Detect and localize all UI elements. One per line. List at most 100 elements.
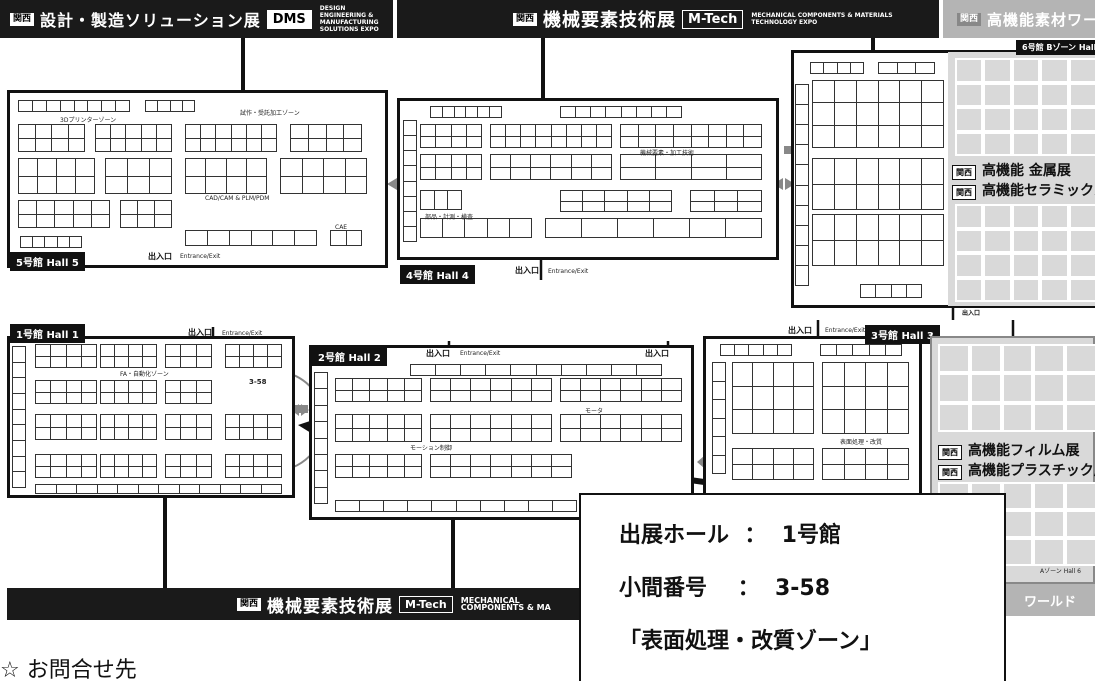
booth-block	[955, 204, 1095, 302]
entrance-label: 出入口	[515, 266, 539, 275]
booth-row	[810, 62, 864, 74]
mtech-top-badge: M-Tech	[682, 9, 744, 29]
booth-block	[490, 124, 612, 148]
entrance-sub-label: Entrance/Exit	[825, 327, 866, 334]
booth-block	[12, 346, 26, 488]
entrance-label: 出入口	[962, 310, 981, 317]
booth-block	[18, 124, 85, 152]
booth-block	[105, 158, 172, 194]
kansai-logo-icon: 関西	[938, 445, 962, 460]
booth-block	[100, 454, 157, 478]
entrance-label: 出入口	[188, 328, 212, 337]
booth-block	[225, 414, 282, 440]
kansai-logo-icon: 関西	[957, 12, 982, 26]
hall-3-label: 3号館 Hall 3	[865, 325, 940, 344]
booth-row	[330, 230, 362, 246]
booth-block	[938, 344, 1095, 432]
entrance-label: 出入口	[645, 349, 669, 358]
booth-block	[335, 454, 422, 478]
world-bottom-banner: ワールド	[1006, 584, 1095, 616]
zone-label: 試作・受託加工ゾーン	[240, 110, 300, 117]
booth-block	[812, 214, 944, 266]
hall-6-a-label: Aゾーン Hall 6	[1040, 568, 1081, 575]
booth-block	[165, 380, 212, 404]
booth-block	[822, 448, 909, 480]
hall-5-label: 5号館 Hall 5	[10, 252, 85, 271]
booth-block	[620, 124, 762, 148]
booth-row	[720, 344, 792, 356]
booth-block	[545, 218, 762, 238]
kansai-logo-icon: 関西	[10, 12, 35, 26]
mtech-bottom-title: 機械要素技術展	[267, 596, 394, 617]
booth-row	[145, 100, 195, 112]
kansai-logo-icon: 関西	[952, 185, 976, 200]
booth-block	[430, 378, 552, 402]
booth-block	[185, 230, 317, 246]
booth-block	[430, 414, 552, 442]
dms-banner: 関西 設計・製造ソリューション展 DMS DESIGN ENGINEERING …	[0, 0, 393, 38]
booth-block	[490, 154, 612, 180]
contact-heading: ☆ お問合せ先	[0, 658, 137, 683]
booth-block	[35, 414, 97, 440]
entrance-sub-label: Entrance/Exit	[222, 330, 263, 337]
booth-block	[560, 378, 682, 402]
booth-block	[560, 414, 682, 442]
booth-block	[712, 362, 726, 474]
booth-row	[430, 106, 502, 118]
materials-banner: 関西 高機能素材ワールド	[943, 0, 1095, 38]
booth-block	[690, 190, 762, 212]
booth-block	[225, 344, 282, 368]
booth-row	[20, 236, 82, 248]
film-zone-text: 高機能フィルム展	[968, 443, 1080, 459]
mtech-bottom-badge: M-Tech	[399, 595, 453, 613]
booth-block	[335, 414, 422, 442]
entrance-sub-label: Entrance/Exit	[548, 268, 589, 275]
kansai-logo-icon: 関西	[938, 465, 962, 480]
booth-block	[314, 372, 328, 504]
zone-name: 「表面処理・改質ゾーン」	[619, 629, 882, 654]
entrance-label: 出入口	[426, 349, 450, 358]
booth-block	[120, 200, 172, 228]
zone-label: モーション制御	[410, 445, 452, 452]
hall-2-label: 2号館 Hall 2	[312, 347, 387, 366]
kansai-logo-icon: 関西	[237, 597, 262, 611]
booth-block	[795, 84, 809, 286]
zone-label: 機械要素・加工技術	[640, 150, 695, 157]
booth-block	[95, 124, 172, 152]
kansai-logo-icon: 関西	[513, 12, 538, 26]
metal-zone-label: 関西高機能 金属展	[952, 160, 1071, 180]
zone-label: 表面処理・改質	[840, 439, 883, 446]
film-zone-label: 関西高機能フィルム展	[938, 440, 1079, 460]
hall-1-label: 1号館 Hall 1	[10, 324, 85, 343]
booth-block	[560, 190, 672, 212]
booth-row	[878, 62, 935, 74]
mtech-bottom-banner: 関西 機械要素技術展 M-Tech MECHANICAL COMPONENTS …	[7, 588, 582, 620]
booth-block	[420, 190, 462, 210]
booth-block	[280, 158, 367, 194]
booth-block	[35, 380, 97, 404]
entrance-label: 出入口	[148, 252, 172, 261]
booth-block	[420, 154, 482, 180]
booth-block	[35, 454, 97, 478]
ceramics-zone-text: 高機能セラミックス展	[982, 183, 1095, 199]
booth-row	[18, 100, 130, 112]
booth-block	[812, 80, 944, 148]
entrance-label: 出入口	[788, 326, 812, 335]
kansai-logo-icon: 関西	[952, 165, 976, 180]
zone-label: FA・自動化ゾーン	[120, 371, 169, 378]
booth-block	[185, 124, 277, 152]
booth-info-callout: 出展ホール ： 1号館 小間番号 ： 3-58 「表面処理・改質ゾーン」	[579, 493, 1006, 681]
entrance-sub-label: Entrance/Exit	[460, 350, 501, 357]
booth-block	[403, 120, 417, 242]
zone-label: 部品・計測・検査	[425, 214, 474, 221]
booth-block	[225, 454, 282, 478]
mtech-top-banner: 関西 機械要素技術展 M-Tech MECHANICAL COMPONENTS …	[397, 0, 939, 38]
booth-block	[732, 448, 814, 480]
zone-label: CAE	[335, 224, 348, 231]
dms-subtitle: DESIGN ENGINEERING & MANUFACTURING SOLUT…	[319, 5, 379, 33]
zone-label: CAD/CAM & PLM/PDM	[205, 195, 270, 202]
booth-row	[860, 284, 922, 298]
mtech-bottom-subtitle: MECHANICAL COMPONENTS & MA	[460, 596, 551, 612]
booth-block	[955, 58, 1095, 156]
ceramics-zone-label: 関西高機能セラミックス展	[952, 180, 1095, 200]
